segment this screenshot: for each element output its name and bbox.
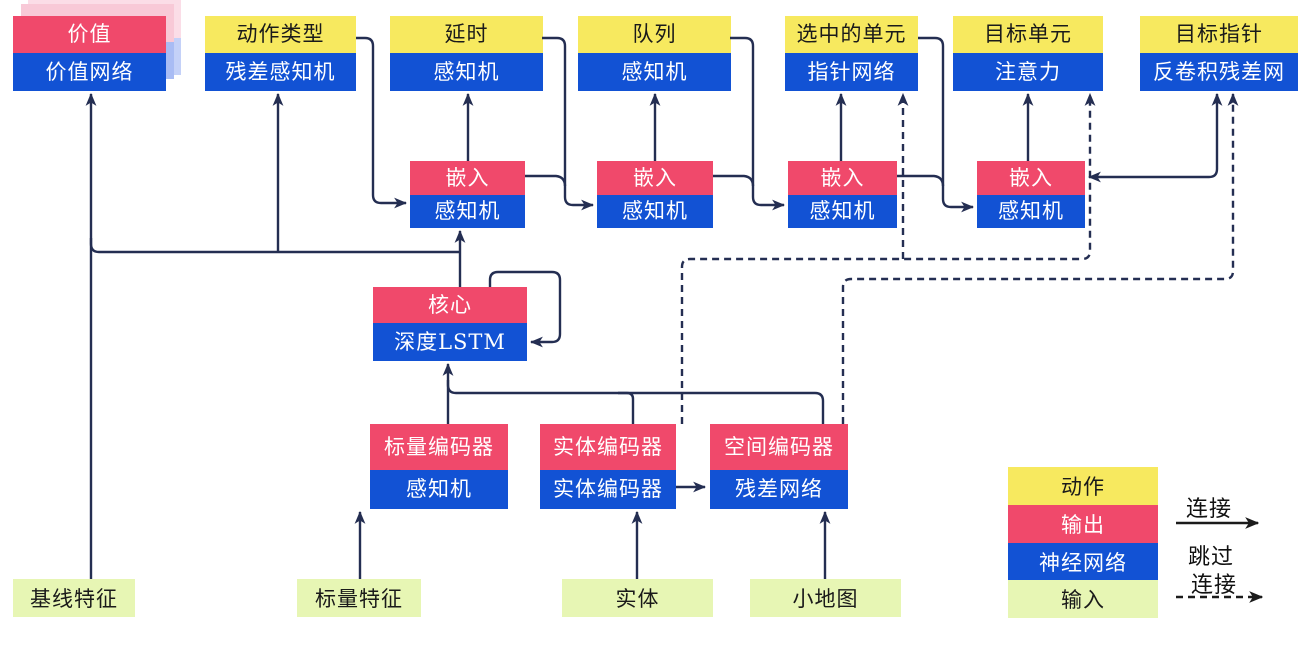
node-value-header: 价值 — [13, 16, 166, 53]
node-spatial-encoder-body: 残差网络 — [710, 470, 848, 509]
input-baseline-features: 基线特征 — [13, 579, 135, 617]
node-delay-header: 延时 — [390, 16, 543, 53]
skip-entity-encoder-to-target-unit — [680, 92, 1096, 424]
node-target-pointer-header: 目标指针 — [1140, 16, 1298, 53]
node-target-unit-body: 注意力 — [953, 53, 1103, 91]
legend-solid-arrow-label: 连接 — [1186, 497, 1233, 522]
legend-dashed-arrow-label-line2: 连接 — [1191, 573, 1238, 598]
node-entity-encoder: 实体编码器 实体编码器 — [540, 424, 676, 509]
edge-embed-4-to-target-pointer — [1087, 92, 1223, 183]
node-core-header: 核心 — [373, 287, 527, 323]
node-embed-4: 嵌入 感知机 — [977, 161, 1085, 228]
node-embed-4-body: 感知机 — [977, 195, 1085, 228]
node-value-body: 价值网络 — [13, 53, 166, 91]
edge-core-bus-left — [89, 238, 460, 254]
input-entities: 实体 — [562, 579, 713, 617]
node-spatial-encoder-header: 空间编码器 — [710, 424, 848, 470]
edge-embed-2-to-embed-3 — [713, 174, 755, 187]
node-spatial-encoder: 空间编码器 残差网络 — [710, 424, 848, 509]
skip-spatial-encoder-to-target-pointer — [841, 92, 1239, 424]
edge-entity-encoder-to-core — [618, 391, 635, 424]
edge-spatial-encoder-to-core — [446, 380, 825, 424]
node-embed-1: 嵌入 感知机 — [410, 161, 525, 228]
node-action-type: 动作类型 残差感知机 — [205, 16, 356, 91]
node-embed-4-header: 嵌入 — [977, 161, 1085, 195]
input-scalar-features: 标量特征 — [297, 579, 421, 617]
node-scalar-encoder-body: 感知机 — [370, 470, 508, 509]
node-selected-units: 选中的单元 指针网络 — [785, 16, 918, 91]
node-queue: 队列 感知机 — [578, 16, 731, 91]
node-scalar-encoder: 标量编码器 感知机 — [370, 424, 508, 509]
node-embed-1-body: 感知机 — [410, 195, 525, 228]
legend-network-row: 神经网络 — [1008, 543, 1158, 580]
edge-embed-1-to-embed-2 — [525, 174, 567, 187]
node-value: 价值 价值网络 — [13, 16, 166, 91]
node-embed-1-header: 嵌入 — [410, 161, 525, 195]
node-selected-units-header: 选中的单元 — [785, 16, 918, 53]
node-embed-3-header: 嵌入 — [788, 161, 897, 195]
node-core: 核心 深度LSTM — [373, 287, 527, 361]
edge-embed-3-to-embed-4 — [897, 174, 945, 187]
node-embed-3: 嵌入 感知机 — [788, 161, 897, 228]
node-target-pointer-body: 反卷积残差网 — [1140, 53, 1298, 91]
node-target-pointer: 目标指针 反卷积残差网 — [1140, 16, 1298, 91]
node-embed-2-header: 嵌入 — [597, 161, 713, 195]
node-embed-2-body: 感知机 — [597, 195, 713, 228]
legend-input-row: 输入 — [1008, 580, 1158, 618]
node-selected-units-body: 指针网络 — [785, 53, 918, 91]
node-queue-header: 队列 — [578, 16, 731, 53]
legend-dashed-arrow-label-line1: 跳过 — [1188, 545, 1235, 570]
node-queue-body: 感知机 — [578, 53, 731, 91]
legend-action-row: 动作 — [1008, 467, 1158, 505]
node-embed-2: 嵌入 感知机 — [597, 161, 713, 228]
node-scalar-encoder-header: 标量编码器 — [370, 424, 508, 470]
node-entity-encoder-body: 实体编码器 — [540, 470, 676, 509]
node-entity-encoder-header: 实体编码器 — [540, 424, 676, 470]
node-delay: 延时 感知机 — [390, 16, 543, 91]
node-target-unit: 目标单元 注意力 — [953, 16, 1103, 91]
node-delay-body: 感知机 — [390, 53, 543, 91]
node-embed-3-body: 感知机 — [788, 195, 897, 228]
node-action-type-header: 动作类型 — [205, 16, 356, 53]
input-minimap: 小地图 — [750, 579, 901, 617]
legend-color-key: 动作 输出 神经网络 输入 — [1008, 467, 1158, 618]
edge-queue-to-embed-3 — [730, 36, 786, 211]
node-core-body: 深度LSTM — [373, 323, 527, 361]
node-action-type-body: 残差感知机 — [205, 53, 356, 91]
legend-output-row: 输出 — [1008, 505, 1158, 543]
node-target-unit-header: 目标单元 — [953, 16, 1103, 53]
